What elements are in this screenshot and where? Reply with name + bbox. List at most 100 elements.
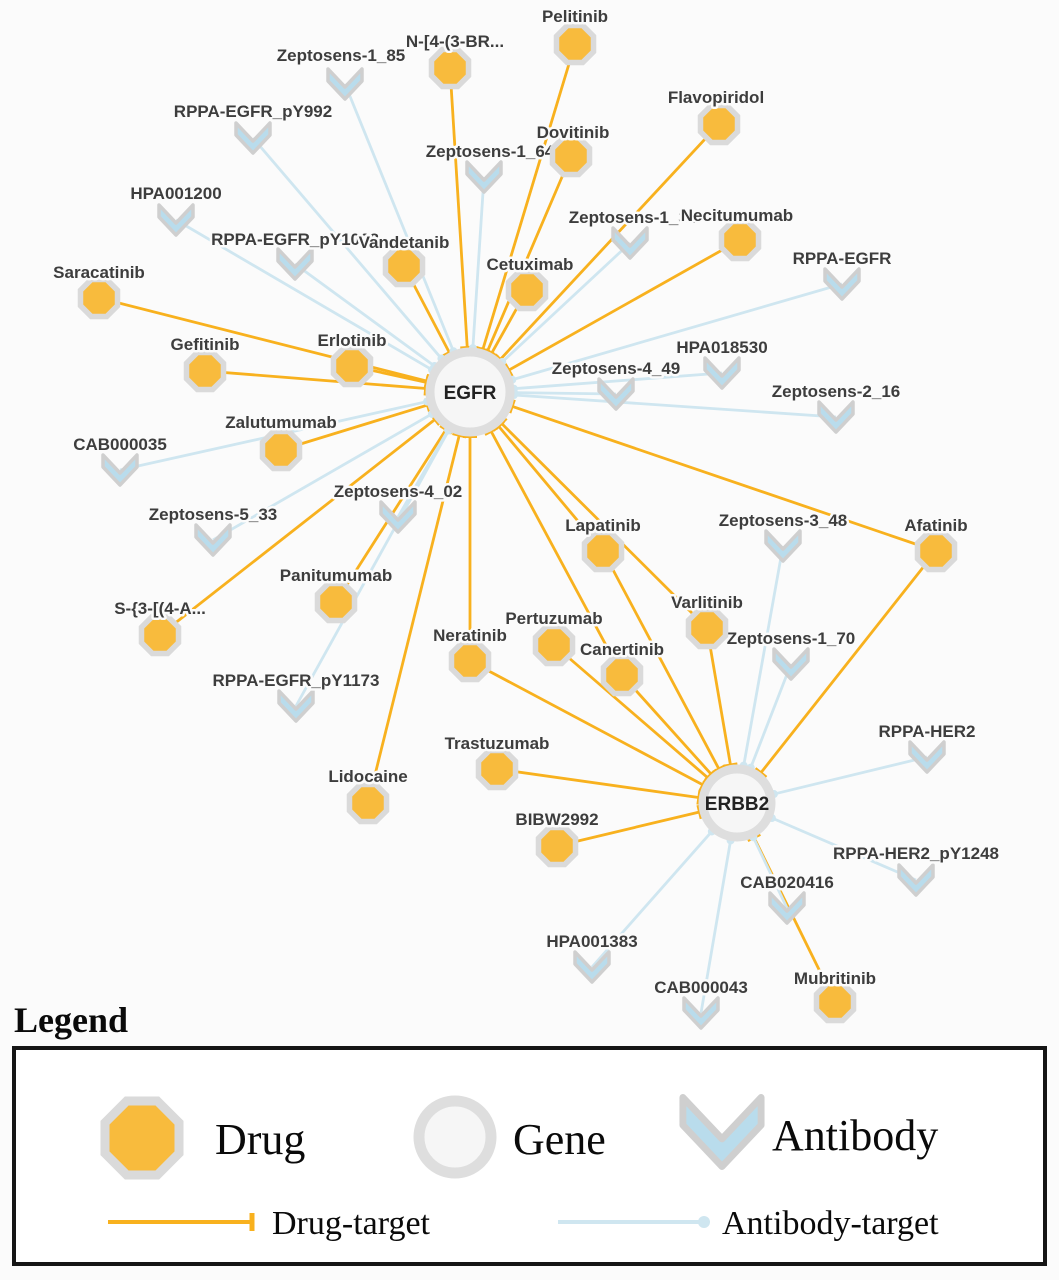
antibody-node-zeptosens-3-48 — [764, 529, 802, 563]
antibody-node-zeptosens-1-85 — [326, 67, 364, 101]
antibody-node-rppa-her2 — [908, 740, 946, 774]
antibody-label-zeptosens-5-33: Zeptosens-5_33 — [149, 505, 278, 524]
antibody-label-zeptosens-1-70: Zeptosens-1_70 — [727, 629, 856, 648]
antibody-label-rppa-egfr: RPPA-EGFR — [793, 249, 892, 268]
antibody-label-rppa-egfr-py1173: RPPA-EGFR_pY1173 — [213, 671, 380, 690]
drug-target-edge — [553, 643, 710, 780]
antibody-node-rppa-egfr — [823, 267, 861, 301]
antibody-label-zeptosens-3-48: Zeptosens-3_48 — [719, 511, 848, 530]
antibody-node-cab020416 — [768, 891, 806, 925]
antibody-label-hpa018530: HPA018530 — [676, 338, 767, 357]
antibody-node-cab000035 — [101, 453, 139, 487]
drug-label-zalutumumab: Zalutumumab — [225, 413, 336, 432]
drug-target-edge — [511, 404, 937, 553]
drug-label-neratinib: Neratinib — [433, 626, 507, 645]
legend: Legend Drug Gene Antibody Drug-target An… — [12, 1000, 1047, 1266]
antibody-target-edge — [501, 241, 631, 364]
drug-target-edge — [280, 403, 429, 452]
legend-antibody-edge-label: Antibody-target — [722, 1205, 939, 1242]
drug-node-neratinib — [448, 639, 492, 683]
antibody-node-rppa-egfr-py1068 — [276, 247, 314, 281]
antibody-node-hpa018530 — [703, 356, 741, 390]
antibody-node-hpa001200 — [157, 203, 195, 237]
antibody-target-edge — [773, 755, 928, 796]
legend-drug-label: Drug — [215, 1115, 305, 1164]
drug-label-saracatinib: Saracatinib — [53, 263, 145, 282]
drug-label-flavopiridol: Flavopiridol — [668, 88, 764, 107]
drug-node-saracatinib — [77, 276, 121, 320]
drug-node-n-4-3-br — [428, 46, 472, 90]
drug-label-lidocaine: Lidocaine — [328, 767, 407, 786]
antibody-target-edge — [742, 545, 785, 766]
drug-target-edge — [498, 123, 721, 361]
antibody-label-rppa-egfr-py992: RPPA-EGFR_pY992 — [174, 102, 332, 121]
legend-title: Legend — [14, 1000, 128, 1040]
antibody-node-zeptosens-1-31 — [611, 226, 649, 260]
antibody-label-zeptosens-4-49: Zeptosens-4_49 — [552, 359, 681, 378]
antibody-label-hpa001383: HPA001383 — [546, 932, 637, 951]
legend-drug-edge-label: Drug-target — [272, 1205, 431, 1242]
drug-target-edge — [496, 767, 700, 800]
drug-label-n-4-3-br: N-[4-(3-BR... — [406, 32, 504, 51]
drug-node-flavopiridol — [697, 102, 741, 146]
drug-label-panitumumab: Panitumumab — [280, 566, 392, 585]
antibody-target-edge — [513, 393, 837, 419]
drug-target-edge — [481, 43, 577, 351]
legend-gene-icon — [413, 1095, 497, 1179]
gene-label-erbb2: ERBB2 — [705, 794, 769, 815]
antibody-target-edge — [175, 218, 433, 371]
antibody-target-edge — [513, 391, 617, 396]
drug-node-erlotinib — [330, 344, 374, 388]
drug-label-bibw2992: BIBW2992 — [515, 810, 598, 829]
drug-node-gefitinib — [183, 349, 227, 393]
antibody-target-edge — [513, 371, 723, 391]
antibody-node-rppa-egfr-py1173 — [277, 689, 315, 723]
antibody-label-cab000043: CAB000043 — [654, 978, 748, 997]
antibody-label-zeptosens-1-64: Zeptosens-1_64 — [426, 142, 555, 161]
drug-label-canertinib: Canertinib — [580, 640, 664, 659]
drug-target-edge — [489, 430, 624, 676]
legend-antibody-edge-dot — [698, 1216, 710, 1228]
drug-label-cetuximab: Cetuximab — [487, 255, 574, 274]
drug-label-gefitinib: Gefitinib — [171, 335, 240, 354]
drug-target-edge — [507, 238, 741, 372]
drug-label-vandetanib: Vandetanib — [359, 233, 450, 252]
drug-target-edge — [500, 422, 708, 629]
antibody-node-zeptosens-4-02 — [379, 500, 417, 534]
gene-node-egfr — [425, 347, 515, 437]
drug-target-edge — [759, 550, 938, 775]
drug-node-cetuximab — [505, 268, 549, 312]
antibody-label-zeptosens-2-16: Zeptosens-2_16 — [772, 382, 901, 401]
drug-target-edge — [366, 434, 461, 804]
antibody-target-edge — [212, 412, 433, 542]
antibody-target-edge — [251, 137, 443, 360]
antibody-label-rppa-egfr-py1068: RPPA-EGFR_pY1068 — [211, 230, 379, 249]
drug-target-edge — [497, 424, 605, 552]
antibody-node-rppa-her2-py1248 — [897, 863, 935, 897]
drug-node-afatinib — [914, 529, 958, 573]
antibody-label-cab000035: CAB000035 — [73, 435, 167, 454]
edges-layer — [98, 43, 938, 1014]
antibody-target-edge — [752, 836, 789, 909]
antibody-target-edge — [294, 429, 450, 707]
drug-node-varlitinib — [685, 606, 729, 650]
antibody-node-zeptosens-1-64 — [465, 160, 503, 194]
antibody-node-cab000043 — [682, 996, 720, 1030]
antibody-node-zeptosens-1-70 — [772, 647, 810, 681]
drug-target-edge — [204, 369, 427, 390]
legend-gene-label: Gene — [513, 1115, 606, 1164]
drug-node-zalutumumab — [259, 428, 303, 472]
drug-target-edge — [486, 155, 573, 353]
drug-node-lapatinib — [581, 529, 625, 573]
antibody-node-zeptosens-5-33 — [194, 523, 232, 557]
antibody-label-zeptosens-1-31: Zeptosens-1_31 — [569, 208, 698, 227]
gene-node-erbb2 — [698, 764, 776, 842]
antibody-target-edge — [471, 176, 486, 349]
drug-label-pertuzumab: Pertuzumab — [505, 609, 602, 628]
antibody-node-zeptosens-2-16 — [817, 400, 855, 434]
legend-drug-icon — [100, 1096, 184, 1180]
drug-label-s-3-4-a: S-{3-[(4-A... — [114, 599, 206, 618]
antibody-node-rppa-egfr-py992 — [234, 121, 272, 155]
drug-node-s-3-4-a — [138, 613, 182, 657]
drug-target-edge — [601, 550, 721, 771]
